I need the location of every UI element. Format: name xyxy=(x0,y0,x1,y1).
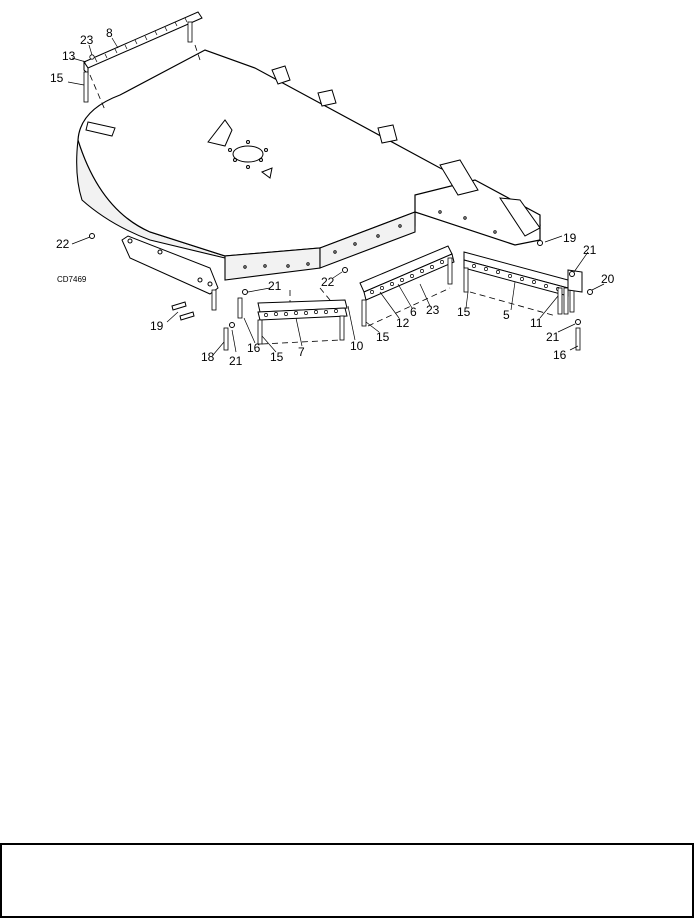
footer-box xyxy=(0,843,694,918)
callout-12: 12 xyxy=(396,316,410,330)
callout-20: 20 xyxy=(601,272,615,286)
callout-21-front: 21 xyxy=(268,279,282,293)
callout-7: 7 xyxy=(298,345,305,359)
callout-15-front: 15 xyxy=(270,350,284,364)
callout-10: 10 xyxy=(350,339,364,353)
hardware xyxy=(89,233,593,351)
mower-deck xyxy=(76,49,541,281)
callout-13: 13 xyxy=(62,49,76,63)
callout-5: 5 xyxy=(503,308,510,322)
callout-21-lower: 21 xyxy=(229,354,243,368)
callout-19-left: 19 xyxy=(150,319,164,333)
front-chain-shield-5 xyxy=(463,251,583,317)
figure-code: CD7469 xyxy=(57,275,87,284)
callout-23-center: 23 xyxy=(426,303,440,317)
callout-21-right: 21 xyxy=(583,243,597,257)
callout-6: 6 xyxy=(410,305,417,319)
callout-15-right: 15 xyxy=(457,305,471,319)
callout-23-top: 23 xyxy=(80,33,94,47)
callout-21-lower-right: 21 xyxy=(546,330,560,344)
callout-16-right: 16 xyxy=(553,348,567,362)
shield-bracket-left xyxy=(121,235,219,295)
callout-15-center: 15 xyxy=(376,330,390,344)
rear-chain-shield xyxy=(83,11,203,111)
callout-22-left: 22 xyxy=(56,237,70,251)
leader-lines xyxy=(67,37,605,356)
front-chain-shield-7 xyxy=(257,287,348,345)
callout-18: 18 xyxy=(201,350,215,364)
exploded-parts-diagram: 23 8 13 15 22 19 21 18 16 15 21 7 10 22 … xyxy=(50,11,615,368)
callout-labels: 23 8 13 15 22 19 21 18 16 15 21 7 10 22 … xyxy=(50,26,615,368)
callout-11: 11 xyxy=(530,316,543,330)
callout-15-left: 15 xyxy=(50,71,64,85)
front-chain-shield-6 xyxy=(359,245,455,327)
callout-19-right: 19 xyxy=(563,231,577,245)
callout-8: 8 xyxy=(106,26,113,40)
callout-16-front: 16 xyxy=(247,341,261,355)
callout-22-center: 22 xyxy=(321,275,335,289)
